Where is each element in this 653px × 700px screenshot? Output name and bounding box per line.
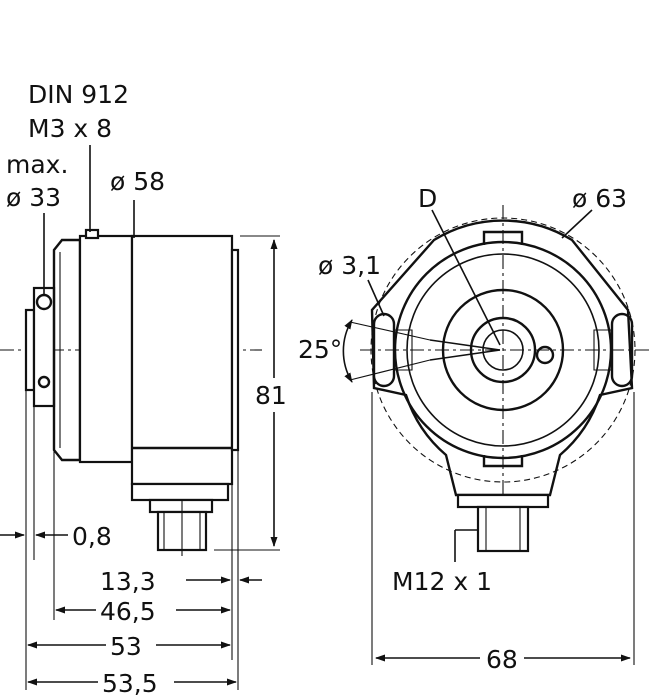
screw-size-label: M3 x 8 [28,114,112,143]
dia-33-label: ø 33 [6,183,61,212]
dim-46-5-label: 46,5 [100,597,156,626]
encoder-side-body [24,228,240,556]
front-view: D ø 63 ø 3,1 25° M12 x 1 68 [298,184,653,674]
dia31-leader [367,279,385,317]
dia63-leader [561,209,593,239]
dim-53-label: 53 [110,632,142,661]
max-label: max. [6,150,68,179]
screw-std-label: DIN 912 [28,80,129,109]
d-label: D [418,184,437,213]
dia-58-label: ø 58 [110,167,165,196]
d-leader [431,209,501,346]
front-housing [370,219,634,497]
dim-53-5-label: 53,5 [102,669,158,698]
angle-arc [342,319,353,383]
dia-63-label: ø 63 [572,184,627,213]
side-view: DIN 912 M3 x 8 max. ø 33 ø 58 81 81 0,8 … [0,80,296,698]
dim-0-8-label: 0,8 [72,522,112,551]
height-81-label-front: 81 [255,381,287,410]
dia-3-1-label: ø 3,1 [318,251,381,280]
angle-25-label: 25° [298,335,342,364]
width-68-label: 68 [486,645,518,674]
connector-label: M12 x 1 [392,567,492,596]
dim-13-3-label: 13,3 [100,567,156,596]
